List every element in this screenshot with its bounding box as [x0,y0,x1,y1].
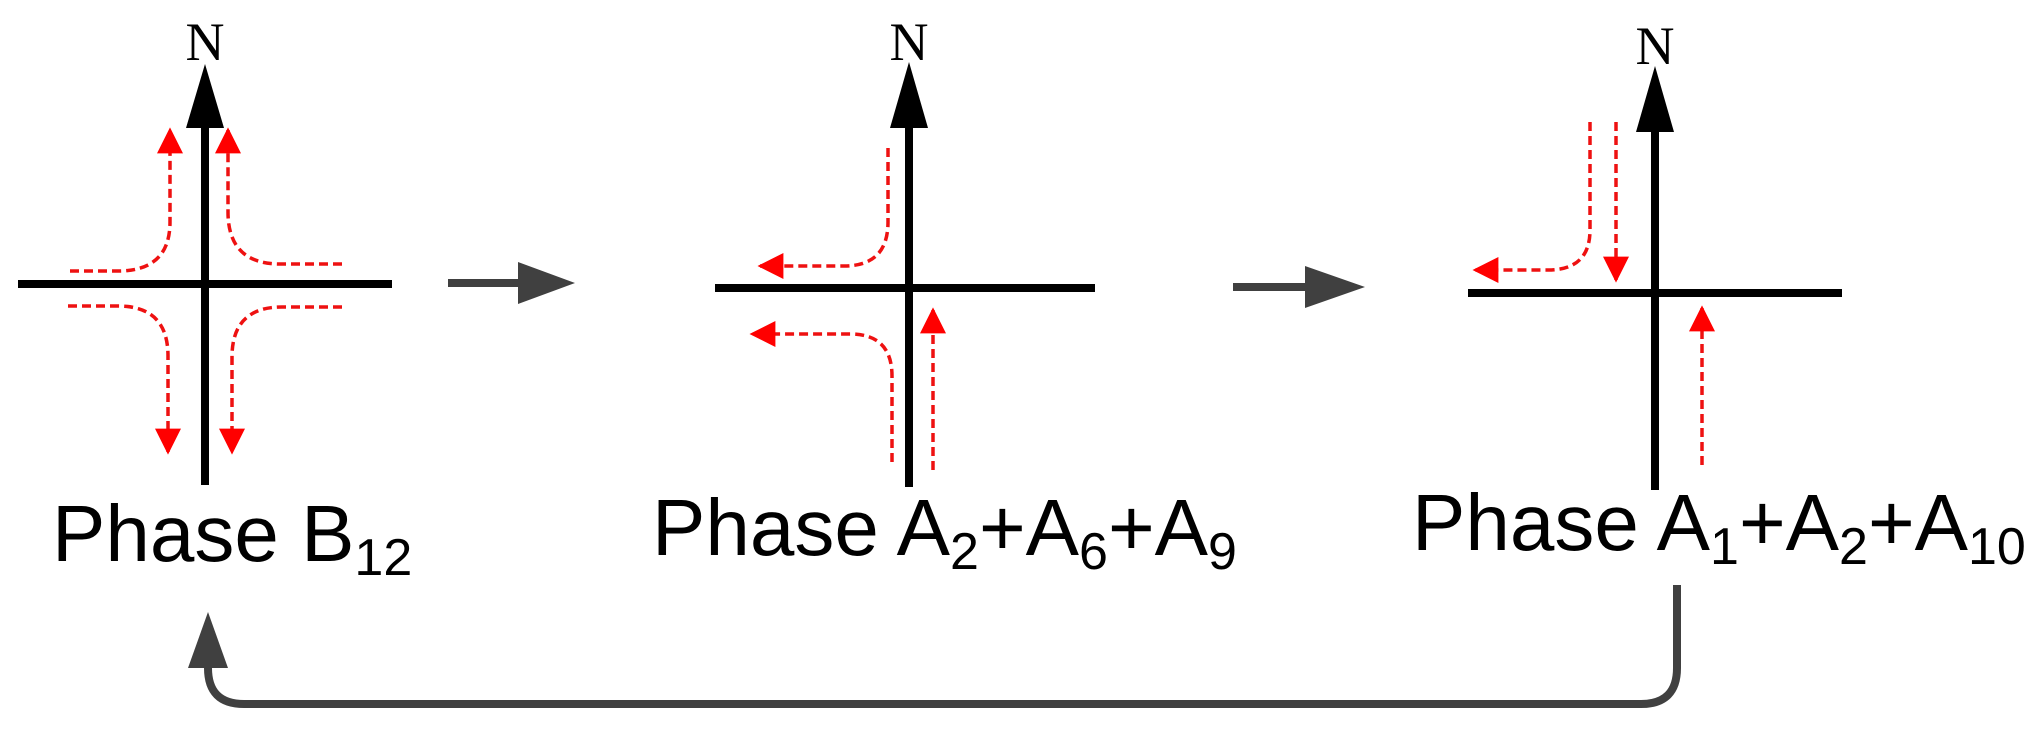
north-label: N [890,12,929,72]
phase-term-base: +A [979,483,1080,572]
phase-term-base: +A [1739,478,1840,567]
phase-label-prefix: Phase [1412,478,1657,567]
north-label: N [1636,16,1675,76]
phase-term-sub: 10 [1968,518,2026,576]
north-label: N [186,12,225,72]
phase-term-sub: 2 [950,523,979,581]
phase-label-1: Phase B12 [52,489,412,587]
phase-label-2: Phase A2+A6+A9 [652,483,1237,581]
flow-arrow-right-icon [1305,266,1365,308]
north-arrow-icon [1636,66,1674,132]
flow-arrow-2-to-3 [1233,266,1365,308]
movement-north-to-west [1472,122,1592,283]
flow-arrow-1-to-2 [448,262,575,304]
phase-term-sub: 1 [1710,518,1739,576]
intersection-phase-b12: N [18,12,392,485]
phase-label-prefix: Phase [652,483,897,572]
phase-term-base: +A [1108,483,1209,572]
movement-west-to-north [70,127,183,273]
phase-term-base: A [897,483,951,572]
flow-arrow-3-to-1 [188,585,1681,708]
flow-arrow-right-icon [518,262,575,304]
north-arrow-icon [186,64,224,128]
phase-term-sub: 2 [1839,518,1868,576]
phase-term-base: A [1657,478,1711,567]
phase-term-base: +A [1868,478,1969,567]
movement-north-to-west [757,148,890,279]
intersection-phase-a2-a6-a9: N [715,12,1095,487]
phase-term-sub: 6 [1079,523,1108,581]
movement-east-to-south [219,305,342,455]
phase-term-base: B [301,489,354,578]
intersection-phase-a1-a2-a10: N [1468,16,1842,490]
phase-label-3: Phase A1+A2+A10 [1412,478,2026,576]
movement-south-to-west [749,321,894,462]
phase-label-prefix: Phase [52,489,301,578]
movement-east-to-north [215,127,342,266]
flow-arrow-up-icon [188,612,228,668]
north-arrow-icon [890,62,928,128]
phase-term-sub: 9 [1208,523,1237,581]
movement-west-to-south [68,304,181,455]
phase-term-sub: 12 [354,529,412,587]
